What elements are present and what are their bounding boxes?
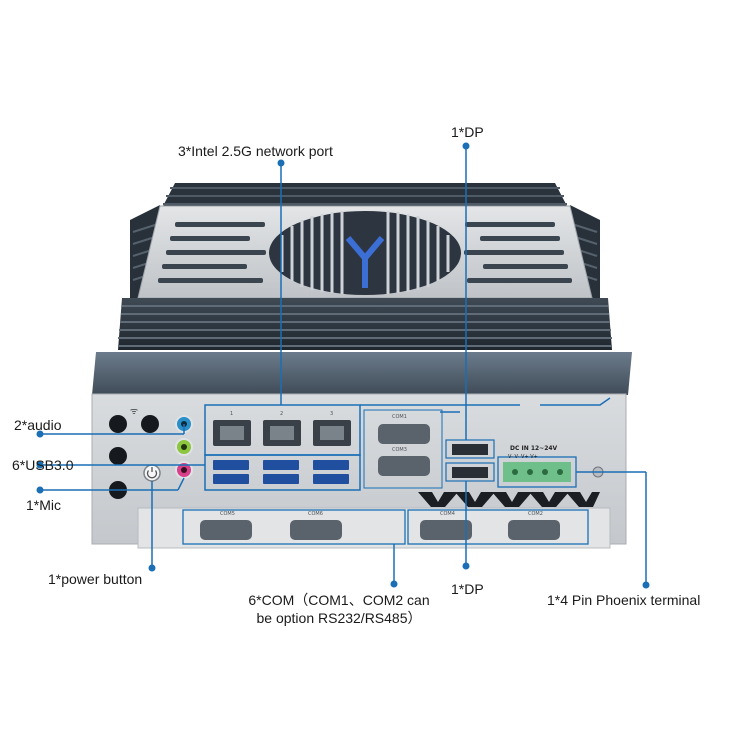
com3-silk: COM3 <box>392 447 407 453</box>
com6-silk: COM6 <box>308 511 323 517</box>
com2-silk: COM2 <box>528 511 543 517</box>
dc-in-silk: DC IN 12~24V <box>510 445 558 452</box>
dp-port-bottom[interactable] <box>452 467 488 478</box>
dp-bottom-label: 1*DP <box>451 581 484 597</box>
network-label: 3*Intel 2.5G network port <box>178 143 333 159</box>
com-stack <box>363 409 443 489</box>
usb-ports <box>204 454 361 491</box>
power-label: 1*power button <box>48 571 143 587</box>
usb-port-5[interactable] <box>263 474 299 484</box>
usb-port-2[interactable] <box>263 460 299 470</box>
usb-port-3[interactable] <box>313 460 349 470</box>
dc-connector[interactable] <box>503 462 571 482</box>
com-label-line2: be option RS232/RS485） <box>256 610 422 626</box>
com1-port[interactable] <box>378 424 430 444</box>
leader-dots <box>36 142 650 589</box>
com3-port[interactable] <box>378 456 430 476</box>
dp-port-top[interactable] <box>452 444 488 455</box>
phoenix-label: 1*4 Pin Phoenix terminal <box>547 592 701 608</box>
dp-top-label: 1*DP <box>451 124 484 140</box>
mic-label: 1*Mic <box>26 497 62 513</box>
lan-ports <box>204 404 361 456</box>
leader-lines <box>40 146 647 585</box>
com4-silk: COM4 <box>440 511 455 517</box>
usb-label: 6*USB3.0 <box>12 457 74 473</box>
housing-band <box>92 352 632 395</box>
dp-ports <box>445 439 495 482</box>
com4-port[interactable] <box>420 520 472 540</box>
usb-port-1[interactable] <box>213 460 249 470</box>
usb-port-4[interactable] <box>213 474 249 484</box>
top-cover <box>137 205 593 299</box>
usb-port-6[interactable] <box>313 474 349 484</box>
dc-pins-silk: V- V- V+ V+ <box>508 454 538 460</box>
svg-text:ᯤ: ᯤ <box>130 407 138 417</box>
phoenix-terminal <box>497 456 604 488</box>
com6-port[interactable] <box>290 520 342 540</box>
com-label: 6*COM（COM1、COM2 can be option RS232/RS48… <box>232 591 446 627</box>
lan3-silk: 3 <box>330 411 333 417</box>
com5-port[interactable] <box>200 520 252 540</box>
lan1-silk: 1 <box>230 411 233 417</box>
left-io: ᯤ <box>109 407 193 499</box>
com-row <box>182 509 589 545</box>
com2-port[interactable] <box>508 520 560 540</box>
com-label-line1: 6*COM（COM1、COM2 can <box>248 592 430 608</box>
com5-silk: COM5 <box>220 511 235 517</box>
lan2-silk: 2 <box>280 411 283 417</box>
middle-heatsink <box>118 298 612 350</box>
com1-silk: COM1 <box>392 414 407 420</box>
audio-label: 2*audio <box>14 417 62 433</box>
